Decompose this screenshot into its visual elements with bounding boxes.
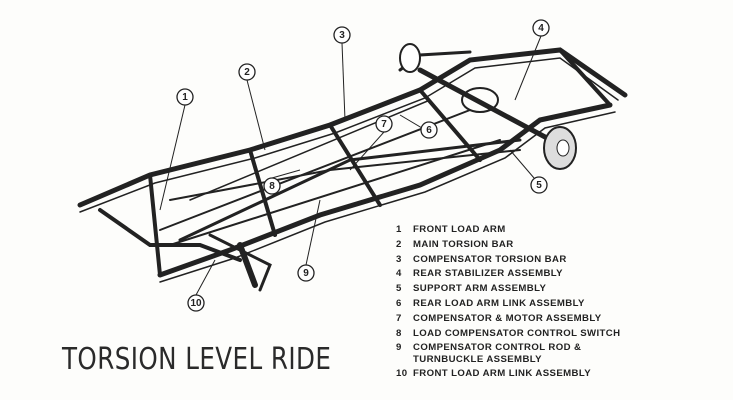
legend-label: COMPENSATOR TORSION BAR <box>413 253 567 265</box>
legend-label: REAR STABILIZER ASSEMBLY <box>413 268 563 280</box>
callout-label: 1 <box>182 92 188 103</box>
callout-4: 4 <box>532 19 550 37</box>
legend-item: 8 LOAD COMPENSATOR CONTROL SWITCH <box>396 328 620 343</box>
legend-number: 2 <box>396 238 402 250</box>
rear-wheel-far <box>399 43 421 73</box>
legend-item: 2 MAIN TORSION BAR <box>396 239 620 254</box>
legend-label: FRONT LOAD ARM LINK ASSEMBLY <box>413 368 592 380</box>
callout-label: 6 <box>426 125 432 136</box>
legend-item: 6 REAR LOAD ARM LINK ASSEMBLY <box>396 298 620 313</box>
legend-label: SUPPORT ARM ASSEMBLY <box>413 283 547 295</box>
callout-7: 7 <box>375 115 393 133</box>
legend-item: 9 COMPENSATOR CONTROL ROD & TURNBUCKLE AS… <box>396 342 620 368</box>
legend-label: COMPENSATOR & MOTOR ASSEMBLY <box>413 312 602 324</box>
callout-5: 5 <box>530 176 548 194</box>
legend-item: 7 COMPENSATOR & MOTOR ASSEMBLY <box>396 313 620 328</box>
legend-number: 1 <box>396 224 402 235</box>
legend-item: 5 SUPPORT ARM ASSEMBLY <box>396 283 620 298</box>
callout-1: 1 <box>176 88 194 106</box>
legend-item: 3 COMPENSATOR TORSION BAR <box>396 254 620 269</box>
callout-6: 6 <box>420 121 438 139</box>
callout-2: 2 <box>238 63 256 81</box>
wheels <box>399 43 577 170</box>
legend-number: 6 <box>396 297 402 309</box>
callout-label: 5 <box>536 180 542 191</box>
legend-number: 10 <box>396 368 408 380</box>
legend-item: 1 FRONT LOAD ARM <box>396 224 620 239</box>
callout-10: 10 <box>187 294 205 312</box>
callout-label: 2 <box>244 67 250 78</box>
chassis-frame <box>77 47 628 292</box>
legend-label: FRONT LOAD ARM <box>413 224 506 235</box>
legend-number: 4 <box>396 268 402 280</box>
callout-3: 3 <box>333 26 351 44</box>
legend-number: 8 <box>396 327 402 339</box>
legend-number: 3 <box>396 253 402 265</box>
callout-label: 10 <box>190 298 202 309</box>
page-title: TORSION LEVEL RIDE <box>62 342 332 377</box>
callout-label: 9 <box>303 268 309 279</box>
callout-leaders <box>159 35 542 296</box>
callout-label: 7 <box>381 119 387 130</box>
legend-item: 10 FRONT LOAD ARM LINK ASSEMBLY <box>396 368 620 383</box>
callout-9: 9 <box>297 264 315 282</box>
callout-numbers: 1 2 3 4 5 6 7 8 9 10 <box>176 19 550 312</box>
callout-label: 3 <box>339 30 345 41</box>
legend-label: REAR LOAD ARM LINK ASSEMBLY <box>413 297 585 309</box>
callout-label: 8 <box>269 181 275 192</box>
legend-number: 7 <box>396 312 402 324</box>
legend-label: MAIN TORSION BAR <box>413 238 514 250</box>
callout-label: 4 <box>538 23 544 34</box>
callout-8: 8 <box>263 177 281 195</box>
legend-item: 4 REAR STABILIZER ASSEMBLY <box>396 268 620 283</box>
legend-label: LOAD COMPENSATOR CONTROL SWITCH <box>413 327 621 339</box>
legend-number: 5 <box>396 283 402 295</box>
legend-number: 9 <box>396 342 402 354</box>
legend-label: COMPENSATOR CONTROL ROD & TURNBUCKLE ASS… <box>413 342 582 365</box>
